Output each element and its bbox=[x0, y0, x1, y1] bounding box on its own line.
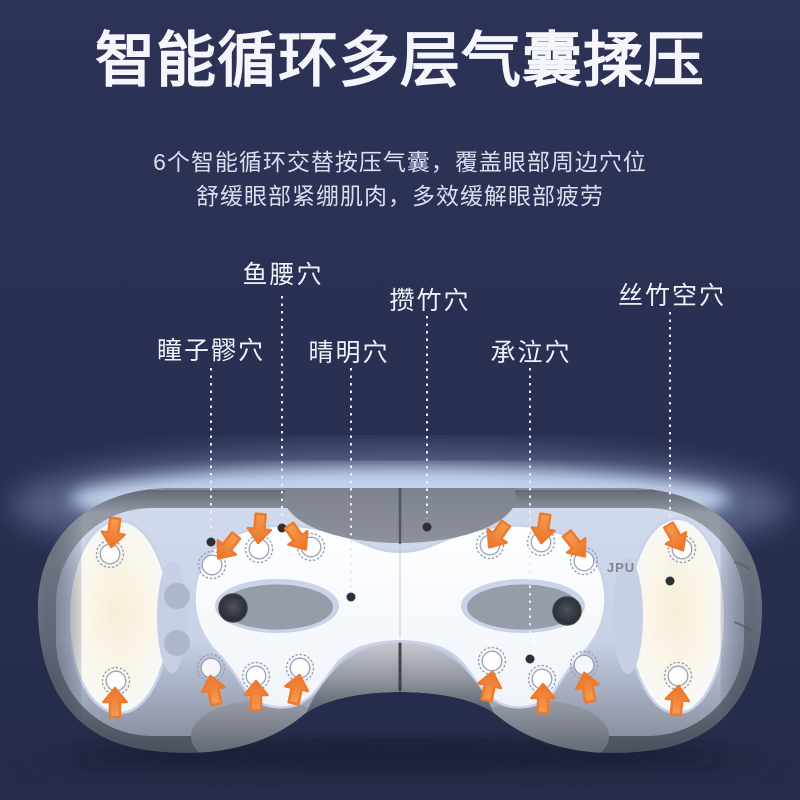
acupoint-label-sizhukong: 丝竹空穴 bbox=[617, 282, 727, 310]
right-temple-concave bbox=[613, 558, 643, 674]
left-eye-opening bbox=[221, 584, 333, 630]
acupoint-dot-zanzhu bbox=[422, 522, 432, 532]
acupoint-label-chengqi: 承泣穴 bbox=[490, 339, 572, 367]
subtitle-line-1: 6个智能循环交替按压气囊，覆盖眼部周边穴位 bbox=[153, 149, 647, 175]
acupoint-label-zanzhu: 攒竹穴 bbox=[389, 287, 471, 315]
right-edge-shade bbox=[726, 497, 762, 747]
brand-text-fragment: JPU bbox=[607, 560, 635, 575]
acupoint-label-yuyao: 鱼腰穴 bbox=[242, 261, 324, 289]
acupoint-dots bbox=[206, 522, 675, 664]
page-title: 智能循环多层气囊揉压 bbox=[95, 27, 705, 94]
acupoint-dot-jingming bbox=[346, 592, 356, 602]
right-eye-opening bbox=[467, 584, 579, 630]
left-cheek-bump bbox=[191, 700, 335, 753]
subtitle-line-2: 舒缓眼部紧绷肌肉，多效缓解眼部疲劳 bbox=[196, 183, 604, 209]
acupoint-dot-tongziliao bbox=[206, 537, 216, 547]
air-nozzle-ring bbox=[477, 646, 507, 676]
acupoint-label-tongziliao: 瞳子髎穴 bbox=[156, 337, 266, 365]
acupoint-label-jingming: 晴明穴 bbox=[308, 339, 390, 367]
leader-lines bbox=[210, 296, 671, 651]
hinge-cap-upper bbox=[164, 583, 190, 609]
acupoint-dot-yuyao bbox=[277, 523, 287, 533]
acupoint-dot-chengqi bbox=[525, 654, 535, 664]
hinge-cap-lower bbox=[164, 630, 190, 656]
left-temple-concave bbox=[157, 561, 187, 673]
left-speaker-mesh bbox=[218, 593, 248, 623]
left-edge-shade bbox=[38, 497, 76, 747]
right-speaker-mesh bbox=[552, 596, 582, 626]
right-cheek-bump bbox=[465, 700, 609, 753]
acupoint-dot-sizhukong bbox=[665, 576, 675, 586]
